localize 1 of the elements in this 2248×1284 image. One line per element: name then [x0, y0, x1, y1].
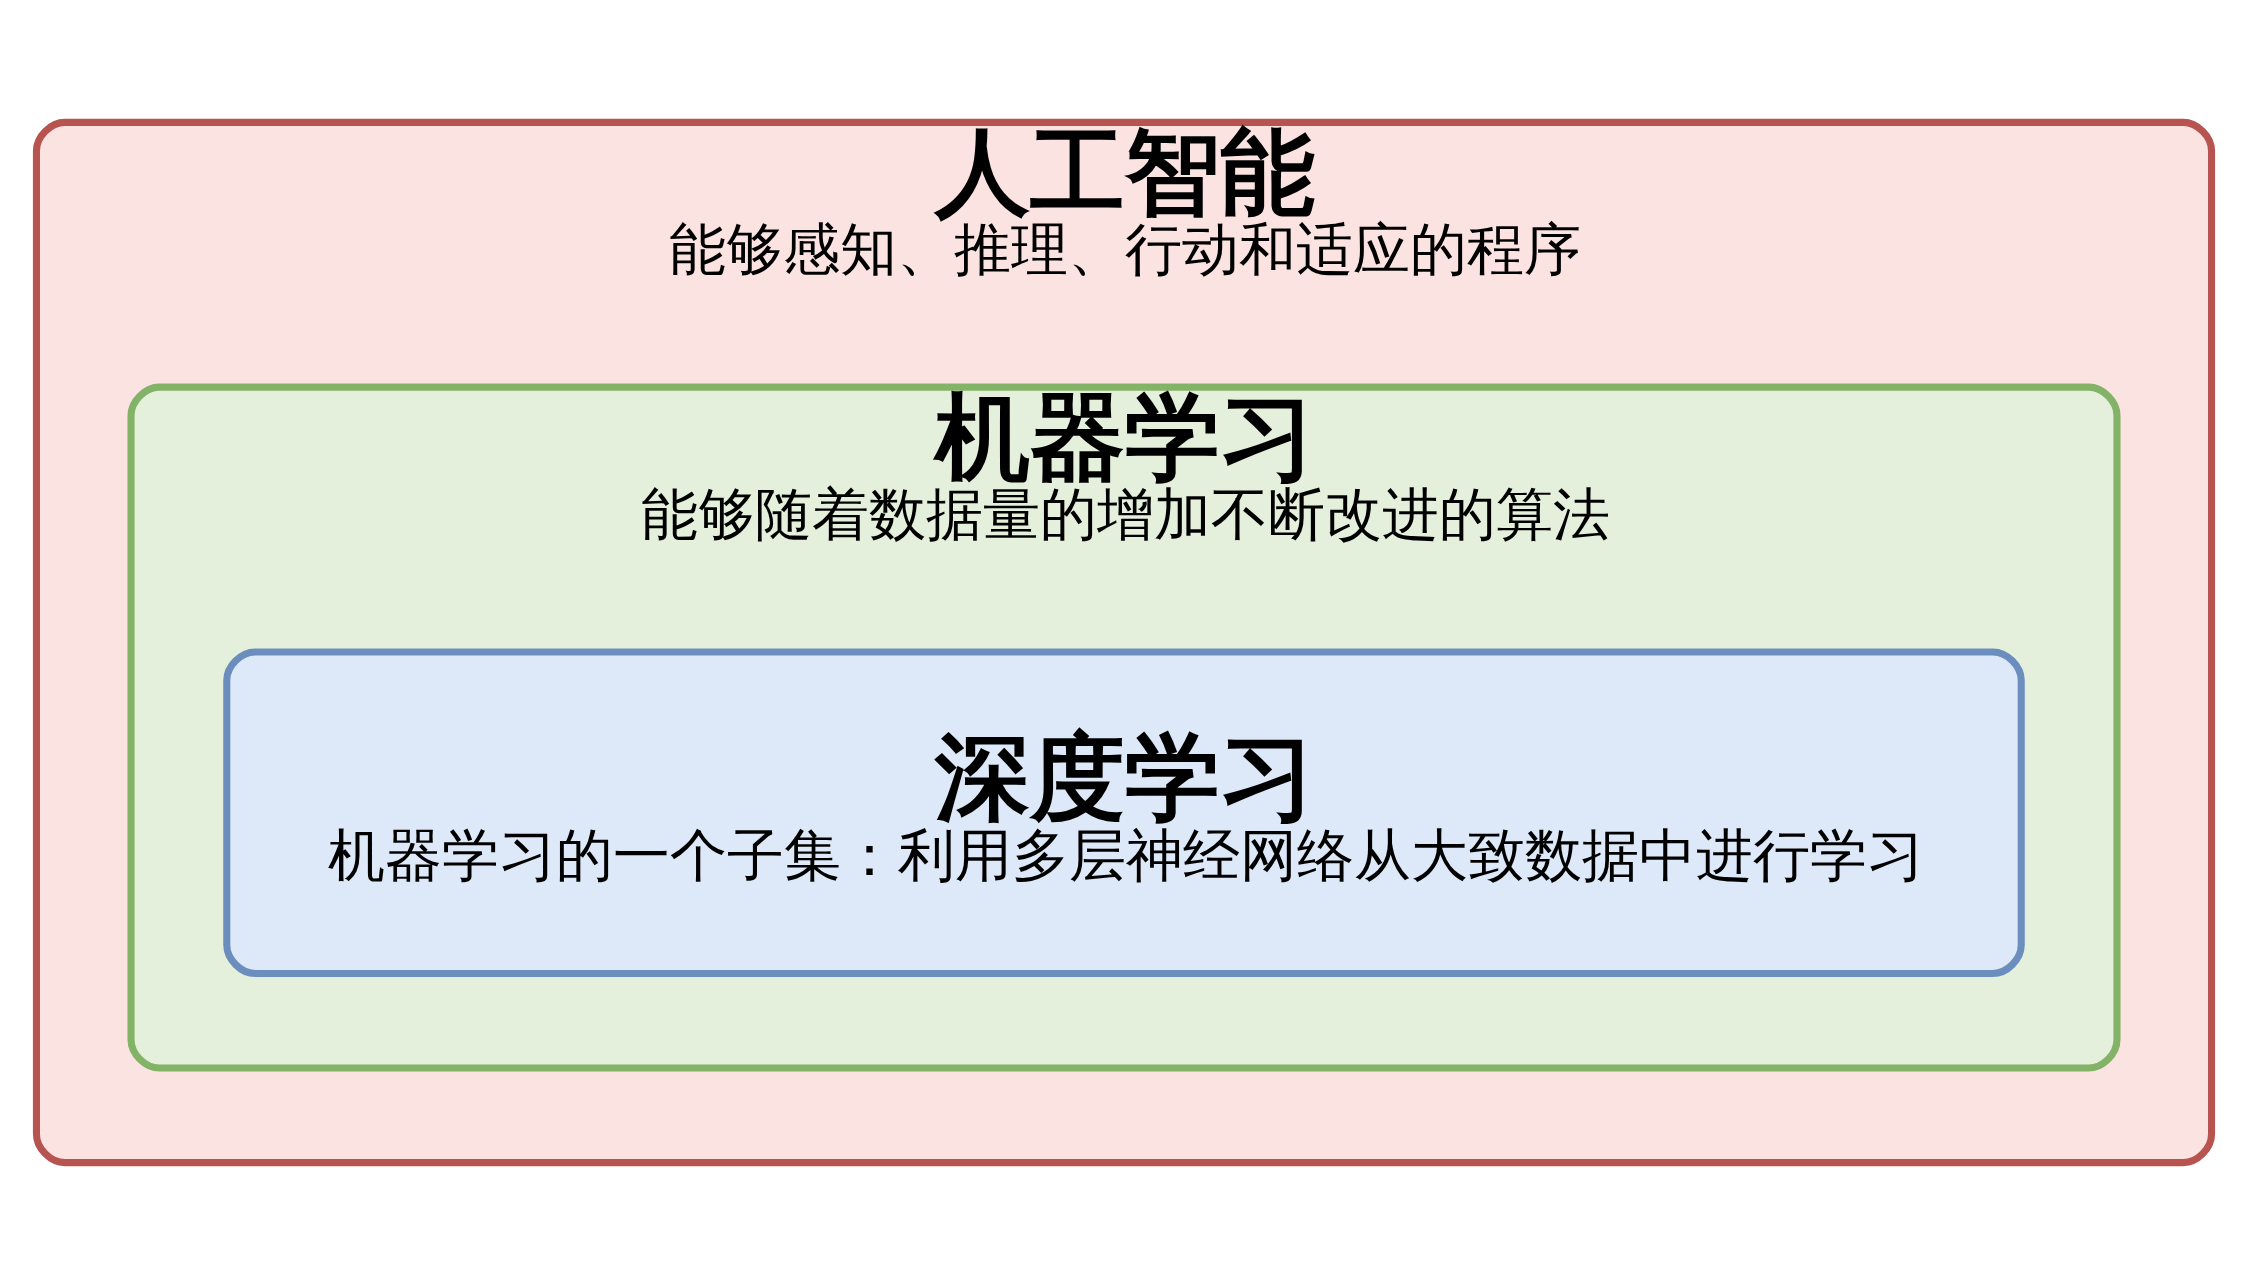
node-box: 深度学习 机器学习的一个子集：利用多层神经网络从大致数据中进行学习	[223, 647, 2025, 977]
